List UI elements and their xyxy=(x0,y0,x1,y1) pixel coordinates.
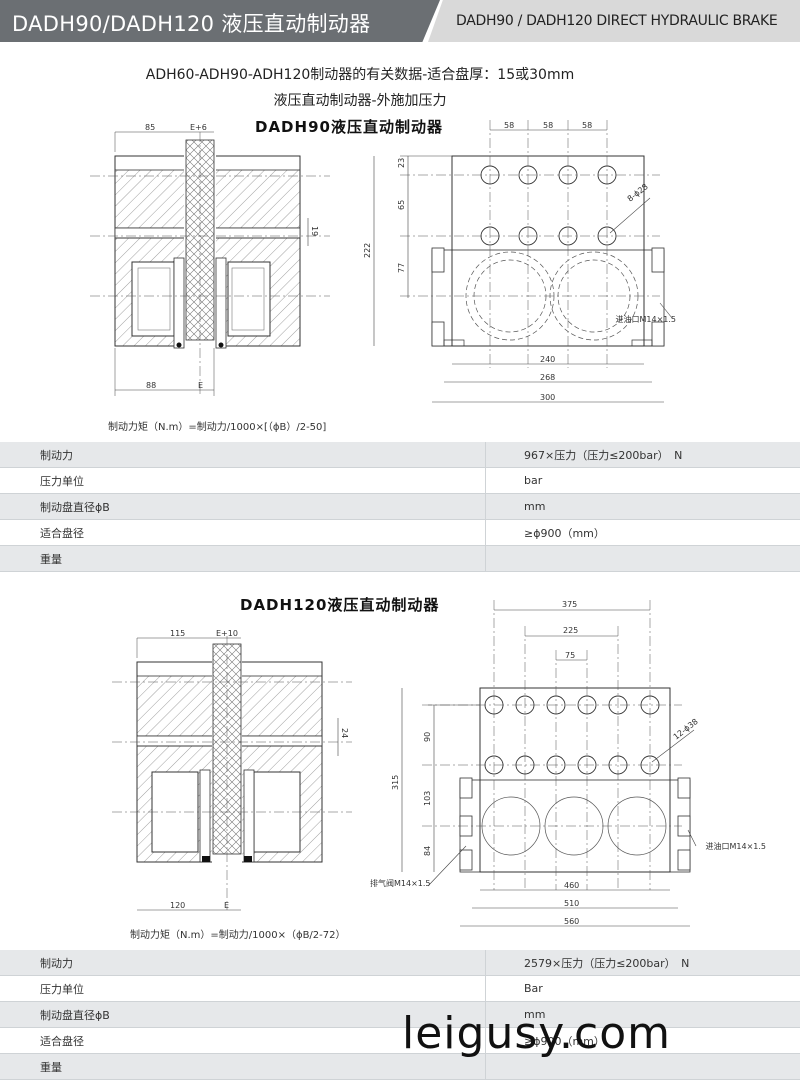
hole-spec-label-2: 12-ϕ38 xyxy=(672,717,700,742)
spec-label: 压力单位 xyxy=(0,468,486,494)
spec-value xyxy=(486,546,800,572)
page-header: DADH90/DADH120 液压直动制动器 DADH90 / DADH120 … xyxy=(0,0,800,42)
dim-58c-label: 58 xyxy=(582,121,592,130)
dim-90-label: 90 xyxy=(423,732,432,742)
header-title-cn: DADH90/DADH120 液压直动制动器 xyxy=(12,8,370,38)
intro-line-2: 液压直动制动器-外施加压力 xyxy=(0,90,720,110)
dim-24-label: 24 xyxy=(340,728,349,738)
dim-58a-label: 58 xyxy=(504,121,514,130)
dim-85-label: 85 xyxy=(145,123,155,132)
dim-268-label: 268 xyxy=(540,373,555,382)
spec-value: mm xyxy=(486,494,800,520)
dim-58b-label: 58 xyxy=(543,121,553,130)
dim-375-label: 375 xyxy=(562,600,577,609)
dim-120-label: 120 xyxy=(170,901,185,910)
spec-value: Bar xyxy=(486,976,800,1002)
spec-value: bar xyxy=(486,468,800,494)
intro-line-1: ADH60-ADH90-ADH120制动器的有关数据-适合盘厚：15或30mm xyxy=(0,64,720,84)
dim-84-label: 84 xyxy=(423,846,432,856)
vent-spec-label: 排气阀M14×1.5 xyxy=(370,878,431,888)
dim-103-label: 103 xyxy=(423,791,432,806)
spec-value: 967×压力（压力≤200bar） N xyxy=(486,442,800,468)
dim-88-label: 88 xyxy=(146,381,156,390)
dim-115-label: 115 xyxy=(170,629,185,638)
spec-label: 压力单位 xyxy=(0,976,486,1002)
table-row: 适合盘径≥ϕ900（mm） xyxy=(0,1028,800,1054)
spec-label: 制动力 xyxy=(0,950,486,976)
spec-label: 制动盘直径ϕB xyxy=(0,494,486,520)
table-row: 适合盘径≥ϕ900（mm） xyxy=(0,520,800,546)
dim-240-label: 240 xyxy=(540,355,555,364)
dim-77-label: 77 xyxy=(397,263,406,273)
hole-spec-label: 8-ϕ28 xyxy=(626,182,650,204)
spec-label: 重量 xyxy=(0,546,486,572)
table-row: 重量 xyxy=(0,1054,800,1080)
dim-e2-label: E xyxy=(224,901,229,910)
dadh120-side-view-drawing: 115 E+10 24 120 E xyxy=(112,622,362,916)
dim-300-label: 300 xyxy=(540,393,555,402)
dim-510-label: 510 xyxy=(564,899,579,908)
dadh90-side-view-drawing: 85 E+6 19 88 E xyxy=(90,118,350,408)
dim-315-label: 315 xyxy=(391,775,400,790)
site-watermark: leigusy.com xyxy=(402,1008,671,1059)
dim-e6-label: E+6 xyxy=(190,123,207,132)
table-row: 重量 xyxy=(0,546,800,572)
section2-torque-formula: 制动力矩（N.m）=制动力/1000×（ϕB/2-72） xyxy=(130,926,346,941)
header-title-en: DADH90 / DADH120 DIRECT HYDRAULIC BRAKE xyxy=(456,13,777,29)
dim-e-label: E xyxy=(198,381,203,390)
dadh120-front-view-drawing: 375 225 75 90 103 84 315 12-ϕ38 进油口M14×1… xyxy=(362,594,770,930)
dim-19-label: 19 xyxy=(310,226,319,236)
dim-222-label: 222 xyxy=(363,243,372,258)
spec-value: ≥ϕ900（mm） xyxy=(486,520,800,546)
section1-torque-formula: 制动力矩（N.m）=制动力/1000×[（ϕB）/2-50] xyxy=(108,418,326,433)
dim-460-label: 460 xyxy=(564,881,579,890)
spec-value: 2579×压力（压力≤200bar） N xyxy=(486,950,800,976)
dim-560-label: 560 xyxy=(564,917,579,926)
dim-65-label: 65 xyxy=(397,200,406,210)
port-spec-label: 进油口M14×1.5 xyxy=(615,314,676,324)
dadh90-front-view-drawing: 58 58 58 23 65 77 222 8-ϕ28 进油口M14×1.5 2… xyxy=(360,118,680,410)
dim-23-label: 23 xyxy=(397,158,406,168)
dim-e10-label: E+10 xyxy=(216,629,238,638)
spec-label: 适合盘径 xyxy=(0,520,486,546)
dim-75-label: 75 xyxy=(565,651,575,660)
dim-225-label: 225 xyxy=(563,626,578,635)
header-right-band: DADH90 / DADH120 DIRECT HYDRAULIC BRAKE xyxy=(428,0,800,42)
header-left-band: DADH90/DADH120 液压直动制动器 xyxy=(0,0,440,42)
spec-label: 制动力 xyxy=(0,442,486,468)
port-spec-label-2: 进油口M14×1.5 xyxy=(705,841,766,851)
